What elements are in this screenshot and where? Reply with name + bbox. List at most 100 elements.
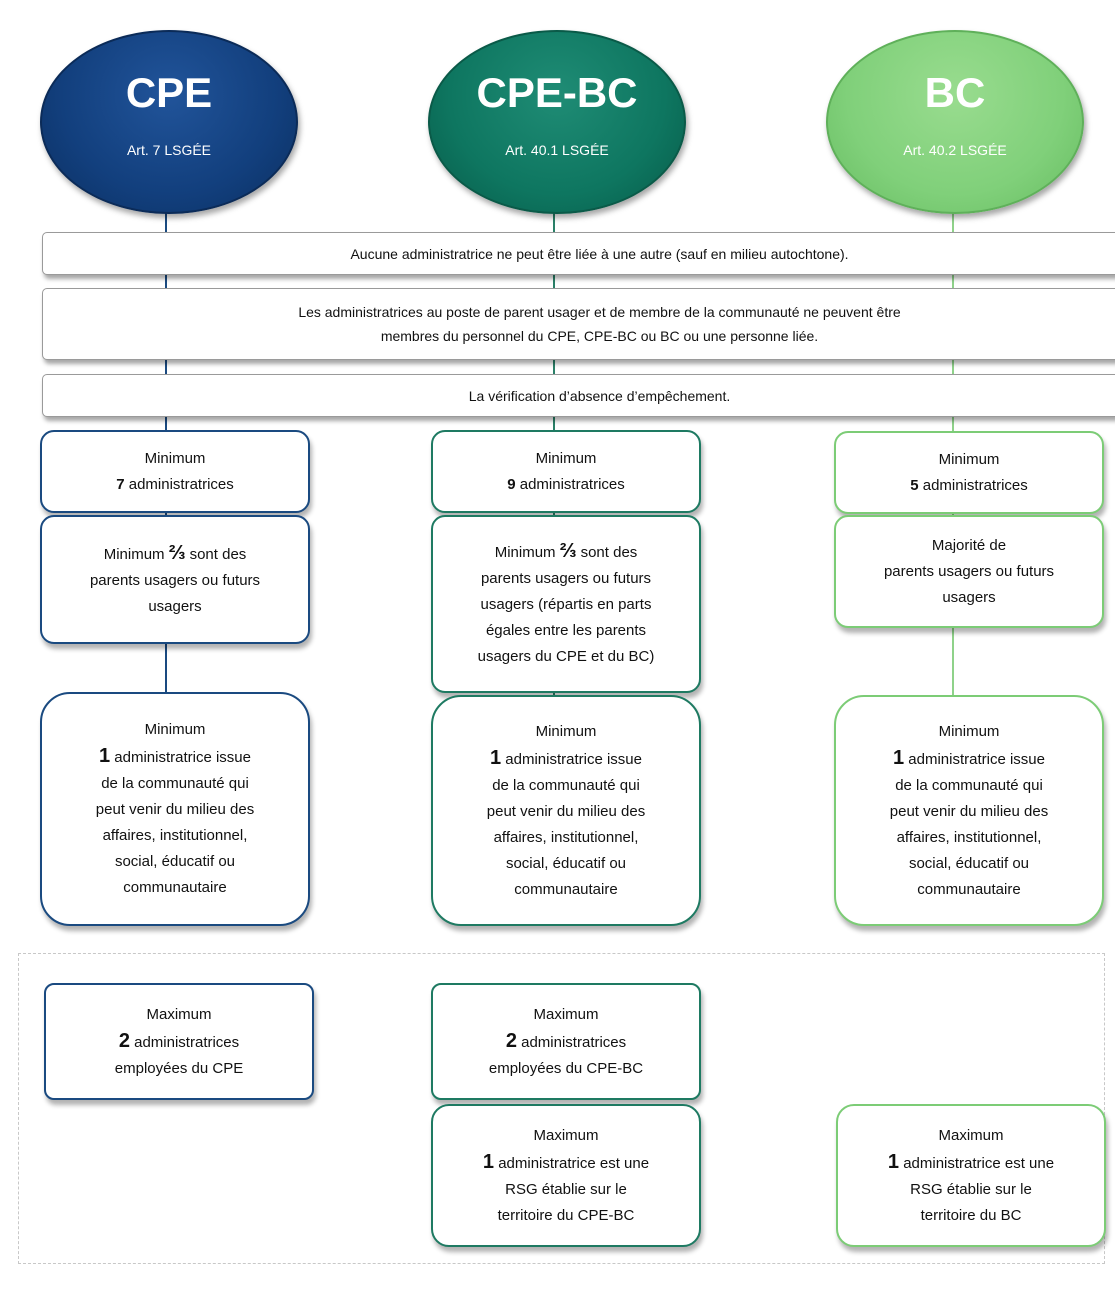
cpe-maximum-line2: employées du CPE <box>114 1059 244 1077</box>
cpebc-maximum-employees-box: Maximum 2 administratrices employées du … <box>431 983 701 1100</box>
cpebc-minimum-count-line: 9 administratrices <box>507 472 625 498</box>
cpebc-header-ellipse: CPE-BC Art. 40.1 LSGÉE <box>428 30 686 214</box>
bc-rsg-label: Maximum <box>938 1126 1004 1144</box>
cpebc-parents-fraction: ⅔ <box>559 540 577 562</box>
bc-minimum-count-line: 5 administratrices <box>910 473 1028 499</box>
cpebc-parents-line2: parents usagers ou futurs <box>480 570 652 587</box>
cpebc-community-line1-text: administratrice issue <box>505 750 642 768</box>
bc-community-line4: affaires, institutionnel, <box>896 828 1042 846</box>
bc-header-title: BC <box>924 69 986 116</box>
cpe-maximum-label: Maximum <box>146 1005 212 1023</box>
bc-rsg-line2: RSG établie sur le <box>910 1180 1032 1198</box>
cpe-header-title: CPE <box>125 69 213 116</box>
cpe-minimum-number: 7 <box>116 475 125 493</box>
cpebc-rsg-line2: RSG établie sur le <box>505 1180 627 1198</box>
cpebc-maximum-line2: employées du CPE-BC <box>488 1059 644 1077</box>
bc-parents-line1: Majorité de <box>931 536 1007 554</box>
bc-community-label: Minimum <box>938 722 1000 740</box>
cpe-header-article: Art. 7 LSGÉE <box>126 142 212 158</box>
cpe-parents-box: Minimum ⅔ sont des parents usagers ou fu… <box>40 515 310 644</box>
cpe-community-number: 1 <box>98 745 111 767</box>
bc-rsg-line3: territoire du BC <box>920 1206 1022 1224</box>
bc-rsg-line1-text: administratrice est une <box>903 1154 1055 1172</box>
cpe-parents-line1: Minimum ⅔ sont des <box>104 540 247 568</box>
cpe-community-line3: peut venir du milieu des <box>95 801 255 818</box>
cpebc-community-number: 1 <box>489 746 502 769</box>
cpebc-community-line6: communautaire <box>514 880 618 898</box>
bc-community-line3: peut venir du milieu des <box>889 802 1049 820</box>
cpebc-community-box: Minimum 1 administratrice issue de la co… <box>431 695 701 926</box>
cpebc-rsg-label: Maximum <box>533 1126 599 1144</box>
cpebc-rsg-box: Maximum 1 administratrice est une RSG ét… <box>431 1104 701 1247</box>
banner-staff-restriction-line2: membres du personnel du CPE, CPE-BC ou B… <box>380 328 819 344</box>
cpebc-header-title: CPE-BC <box>476 69 638 116</box>
cpebc-parents-line5: usagers du CPE et du BC) <box>477 648 655 665</box>
cpe-maximum-employees-box: Maximum 2 administratrices employées du … <box>44 983 314 1100</box>
cpebc-parents-line1-a: Minimum <box>494 544 556 561</box>
cpe-community-line6: communautaire <box>123 879 227 896</box>
bc-parents-line3: usagers <box>942 588 996 606</box>
cpebc-parents-line3: usagers (répartis en parts <box>480 596 652 613</box>
cpebc-minimum-number: 9 <box>507 475 516 493</box>
cpe-parents-line3: usagers <box>148 597 202 615</box>
banner-verification: La vérification d’absence d’empêchement. <box>42 374 1115 417</box>
bc-rsg-line1: 1 administratrice est une <box>888 1149 1054 1177</box>
cpe-community-line4: affaires, institutionnel, <box>102 827 248 844</box>
cpebc-community-line5: social, éducatif ou <box>505 854 627 872</box>
bc-minimum-admins-box: Minimum 5 administratrices <box>834 431 1104 514</box>
cpe-maximum-text: administratrices <box>134 1033 240 1051</box>
cpebc-rsg-line3: territoire du CPE-BC <box>497 1206 635 1224</box>
cpebc-maximum-label: Maximum <box>533 1005 599 1023</box>
cpe-parents-line1-b: sont des <box>189 545 247 563</box>
cpebc-maximum-number: 2 <box>505 1029 517 1052</box>
cpe-parents-line1-a: Minimum <box>103 545 165 563</box>
cpe-header-ellipse: CPE Art. 7 LSGÉE <box>40 30 298 214</box>
cpebc-header-article: Art. 40.1 LSGÉE <box>505 142 609 158</box>
bc-parents-line2: parents usagers ou futurs <box>883 562 1055 580</box>
bc-header-ellipse: BC Art. 40.2 LSGÉE <box>826 30 1084 214</box>
cpe-parents-line2: parents usagers ou futurs <box>89 571 261 589</box>
bc-minimum-text: administratrices <box>922 476 1028 494</box>
cpe-community-line1: 1 administratrice issue <box>99 743 251 771</box>
cpebc-rsg-line1: 1 administratrice est une <box>483 1149 649 1177</box>
bc-header-article: Art. 40.2 LSGÉE <box>903 142 1007 158</box>
cpe-community-line1-text: administratrice issue <box>114 749 251 766</box>
bc-community-number: 1 <box>892 746 905 769</box>
cpebc-maximum-text: administratrices <box>521 1033 627 1051</box>
cpebc-community-line3: peut venir du milieu des <box>486 802 646 820</box>
bc-minimum-label: Minimum <box>938 450 1000 468</box>
bc-rsg-number: 1 <box>887 1150 900 1173</box>
bc-community-line1: 1 administratrice issue <box>893 745 1045 773</box>
cpe-community-label: Minimum <box>144 721 206 738</box>
bc-minimum-number: 5 <box>910 476 919 494</box>
cpebc-community-line1: 1 administratrice issue <box>490 745 642 773</box>
cpebc-parents-line1: Minimum ⅔ sont des <box>495 538 638 566</box>
maximum-section-frame <box>18 953 1105 1264</box>
cpe-community-box: Minimum 1 administratrice issue de la co… <box>40 692 310 926</box>
cpebc-parents-box: Minimum ⅔ sont des parents usagers ou fu… <box>431 515 701 693</box>
cpe-minimum-text: administratrices <box>128 475 234 493</box>
bc-rsg-box: Maximum 1 administratrice est une RSG ét… <box>836 1104 1106 1247</box>
banner-verification-text: La vérification d’absence d’empêchement. <box>468 387 731 404</box>
cpe-community-line2: de la communauté qui <box>101 775 249 792</box>
cpebc-community-label: Minimum <box>535 722 597 740</box>
cpebc-minimum-admins-box: Minimum 9 administratrices <box>431 430 701 513</box>
cpebc-parents-line4: égales entre les parents <box>485 622 647 639</box>
bc-community-line5: social, éducatif ou <box>908 854 1030 872</box>
cpebc-minimum-text: administratrices <box>519 475 625 493</box>
cpebc-community-line4: affaires, institutionnel, <box>493 828 639 846</box>
cpebc-community-line2: de la communauté qui <box>492 776 640 794</box>
bc-community-box: Minimum 1 administratrice issue de la co… <box>834 695 1104 926</box>
cpebc-rsg-number: 1 <box>482 1150 495 1173</box>
bc-community-line1-text: administratrice issue <box>908 750 1045 768</box>
cpebc-maximum-count-line: 2 administratrices <box>506 1028 626 1056</box>
cpe-minimum-count-line: 7 administratrices <box>116 472 234 498</box>
cpebc-minimum-label: Minimum <box>535 449 597 467</box>
cpebc-rsg-line1-text: administratrice est une <box>498 1154 650 1172</box>
cpe-community-line5: social, éducatif ou <box>114 853 236 870</box>
cpe-maximum-count-line: 2 administratrices <box>119 1028 239 1056</box>
banner-no-linked-admin: Aucune administratrice ne peut être liée… <box>42 232 1115 275</box>
bc-parents-box: Majorité de parents usagers ou futurs us… <box>834 515 1104 628</box>
cpebc-parents-line1-b: sont des <box>580 544 638 561</box>
cpe-maximum-number: 2 <box>118 1029 130 1052</box>
